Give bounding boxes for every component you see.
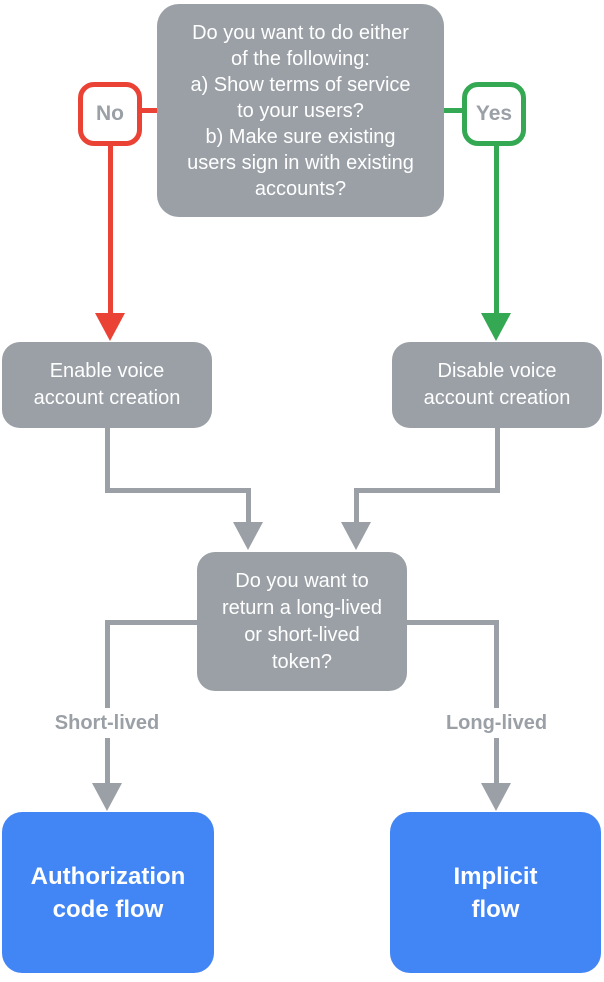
- short-lived-connector-horizontal-line: [105, 620, 197, 625]
- short-lived-label: Short-lived: [22, 708, 192, 738]
- disable-connector-drop-line: [353, 488, 359, 524]
- enable-arrowhead-icon: [233, 522, 263, 550]
- yes-connector-horizontal-line: [443, 108, 464, 113]
- question-token-lifetime-node: Do you want to return a long-lived or sh…: [197, 552, 407, 691]
- long-lived-label: Long-lived: [411, 708, 582, 738]
- long-lived-connector-horizontal-line: [407, 620, 499, 625]
- enable-connector-drop-line: [245, 488, 251, 524]
- no-connector-horizontal-line: [140, 108, 159, 113]
- yes-arrowhead-icon: [481, 313, 511, 341]
- short-lived-connector-vertical-line: [104, 620, 110, 785]
- short-lived-arrowhead-icon: [92, 783, 122, 811]
- enable-voice-account-creation-node: Enable voice account creation: [2, 342, 212, 428]
- no-connector-vertical-line: [107, 144, 113, 314]
- yes-badge: Yes: [462, 82, 526, 146]
- long-lived-arrowhead-icon: [481, 783, 511, 811]
- no-badge: No: [78, 82, 142, 146]
- implicit-flow-node: Implicit flow: [390, 812, 601, 973]
- question-terms-node: Do you want to do either of the followin…: [157, 4, 444, 217]
- authorization-code-flow-node: Authorization code flow: [2, 812, 214, 973]
- enable-connector-horizontal-line: [104, 488, 251, 493]
- long-lived-connector-vertical-line: [493, 620, 499, 785]
- disable-connector-vertical-line: [494, 428, 500, 493]
- disable-voice-account-creation-node: Disable voice account creation: [392, 342, 602, 428]
- enable-connector-vertical-line: [104, 428, 110, 493]
- disable-connector-horizontal-line: [353, 488, 500, 493]
- disable-arrowhead-icon: [341, 522, 371, 550]
- yes-connector-vertical-line: [493, 144, 499, 314]
- no-arrowhead-icon: [95, 313, 125, 341]
